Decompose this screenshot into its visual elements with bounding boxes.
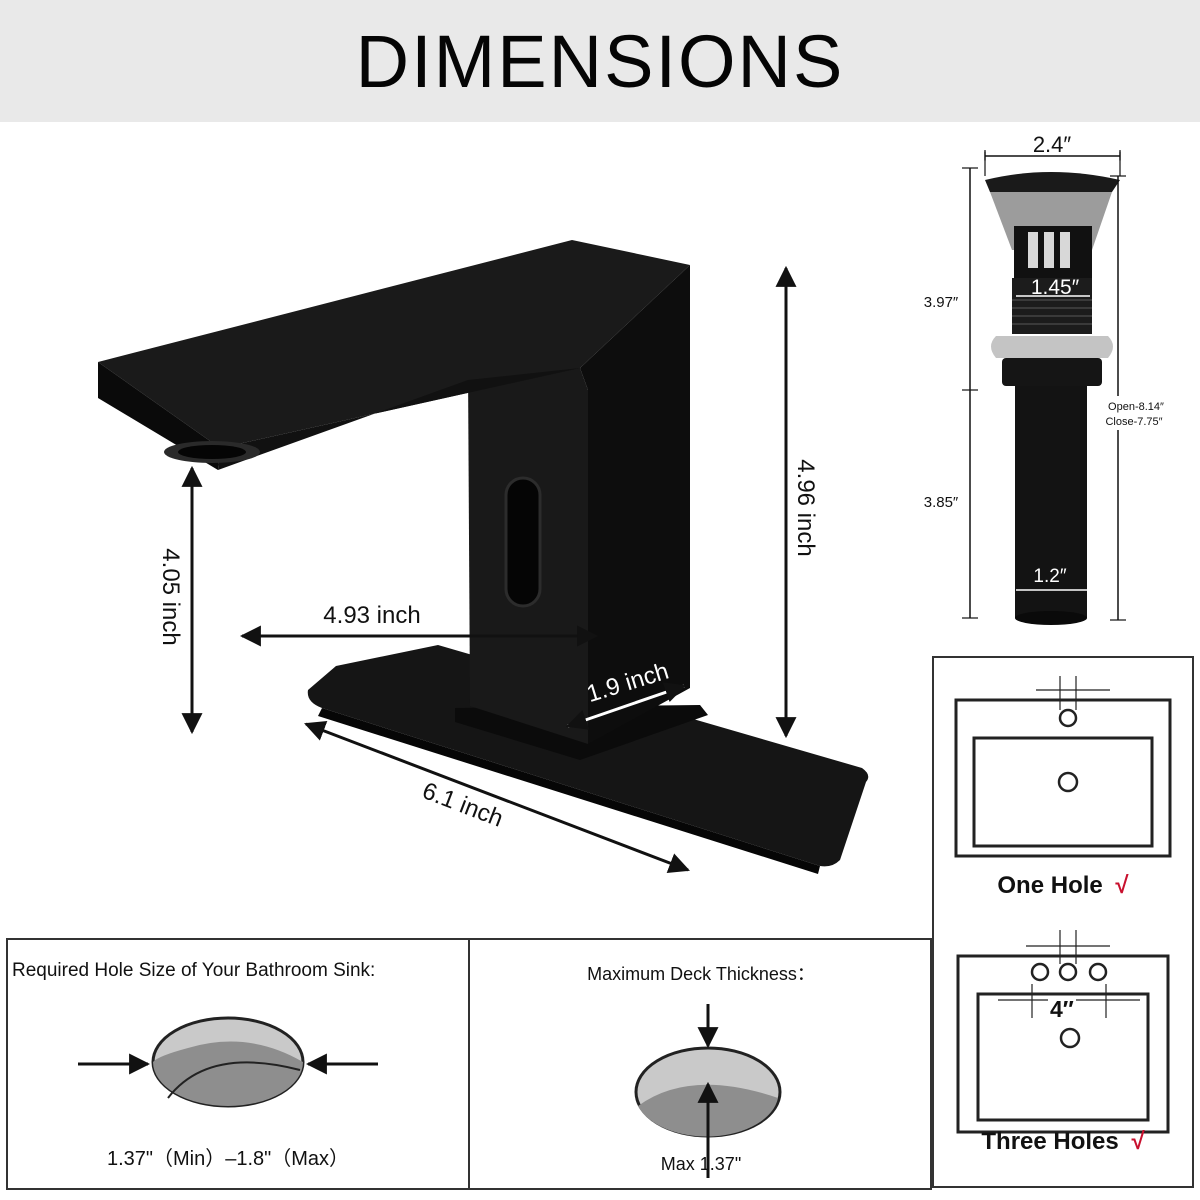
three-hole-basin [976,992,1150,1122]
one-hole-check-icon: √ [1115,872,1129,899]
sink-options-panel: 4″ One Hole √ Three Holes √ [932,656,1194,1188]
three-hole-left-hole [1030,962,1050,982]
drain-body-width-label: 1.45″ [1031,276,1080,299]
three-holes-label: Three Holes [981,1128,1119,1155]
sink-diagrams [954,676,1172,1134]
drain-close-length-label: Close-7.75″ [1105,416,1162,428]
faucet-illustration [98,240,869,874]
three-hole-right-hole [1088,962,1108,982]
deck-thickness-panel: Maximum Deck Thickness： Max 1.37" [468,938,932,1190]
deck-max-label: Max 1.37" [660,1154,742,1174]
three-hole-sink-outline [956,954,1170,1134]
page-title: DIMENSIONS [355,19,845,103]
base-width-line [566,682,686,730]
one-hole-drain-hole [1057,771,1079,793]
hole-size-panel: Required Hole Size of Your Bathroom Sink… [6,938,470,1190]
one-hole-label: One Hole [997,872,1103,899]
one-hole-option: One Hole √ [934,872,1192,900]
pop-up-drain-illustration [985,172,1120,625]
one-hole-faucet-hole [1058,708,1078,728]
three-hole-center-hole [1058,962,1078,982]
one-hole-basin [972,736,1154,848]
deck-thickness-heading: Maximum Deck Thickness： [587,964,815,984]
drain-upper-height-label: 3.97″ [924,294,959,311]
plate-length-line [304,720,690,874]
three-holes-check-icon: √ [1131,1128,1145,1155]
drain-top-width-label: 2.4″ [1033,132,1072,157]
spout-height-label: 4.05 inch [157,548,184,645]
drain-open-length-label: Open-8.14″ [1108,401,1164,413]
hole-size-diagram [78,1016,378,1108]
three-holes-option: Three Holes √ [934,1128,1192,1156]
deck-thickness-diagram [634,1004,782,1178]
one-hole-sink-outline [954,698,1172,858]
three-hole-spacing-label: 4″ [1048,996,1076,1023]
drain-pipe-width-label: 1.2″ [1033,566,1066,587]
three-hole-drain-hole [1059,1027,1081,1049]
hole-size-range-label: 1.37"（Min）–1.8"（Max） [106,1148,350,1170]
hole-size-heading: Required Hole Size of Your Bathroom Sink… [12,960,376,981]
reach-label: 4.93 inch [323,602,420,629]
total-height-label: 4.96 inch [792,459,819,556]
header-banner: DIMENSIONS [0,0,1200,122]
plate-length-label: 6.1 inch [419,777,507,832]
drain-lower-height-label: 3.85″ [924,494,959,511]
